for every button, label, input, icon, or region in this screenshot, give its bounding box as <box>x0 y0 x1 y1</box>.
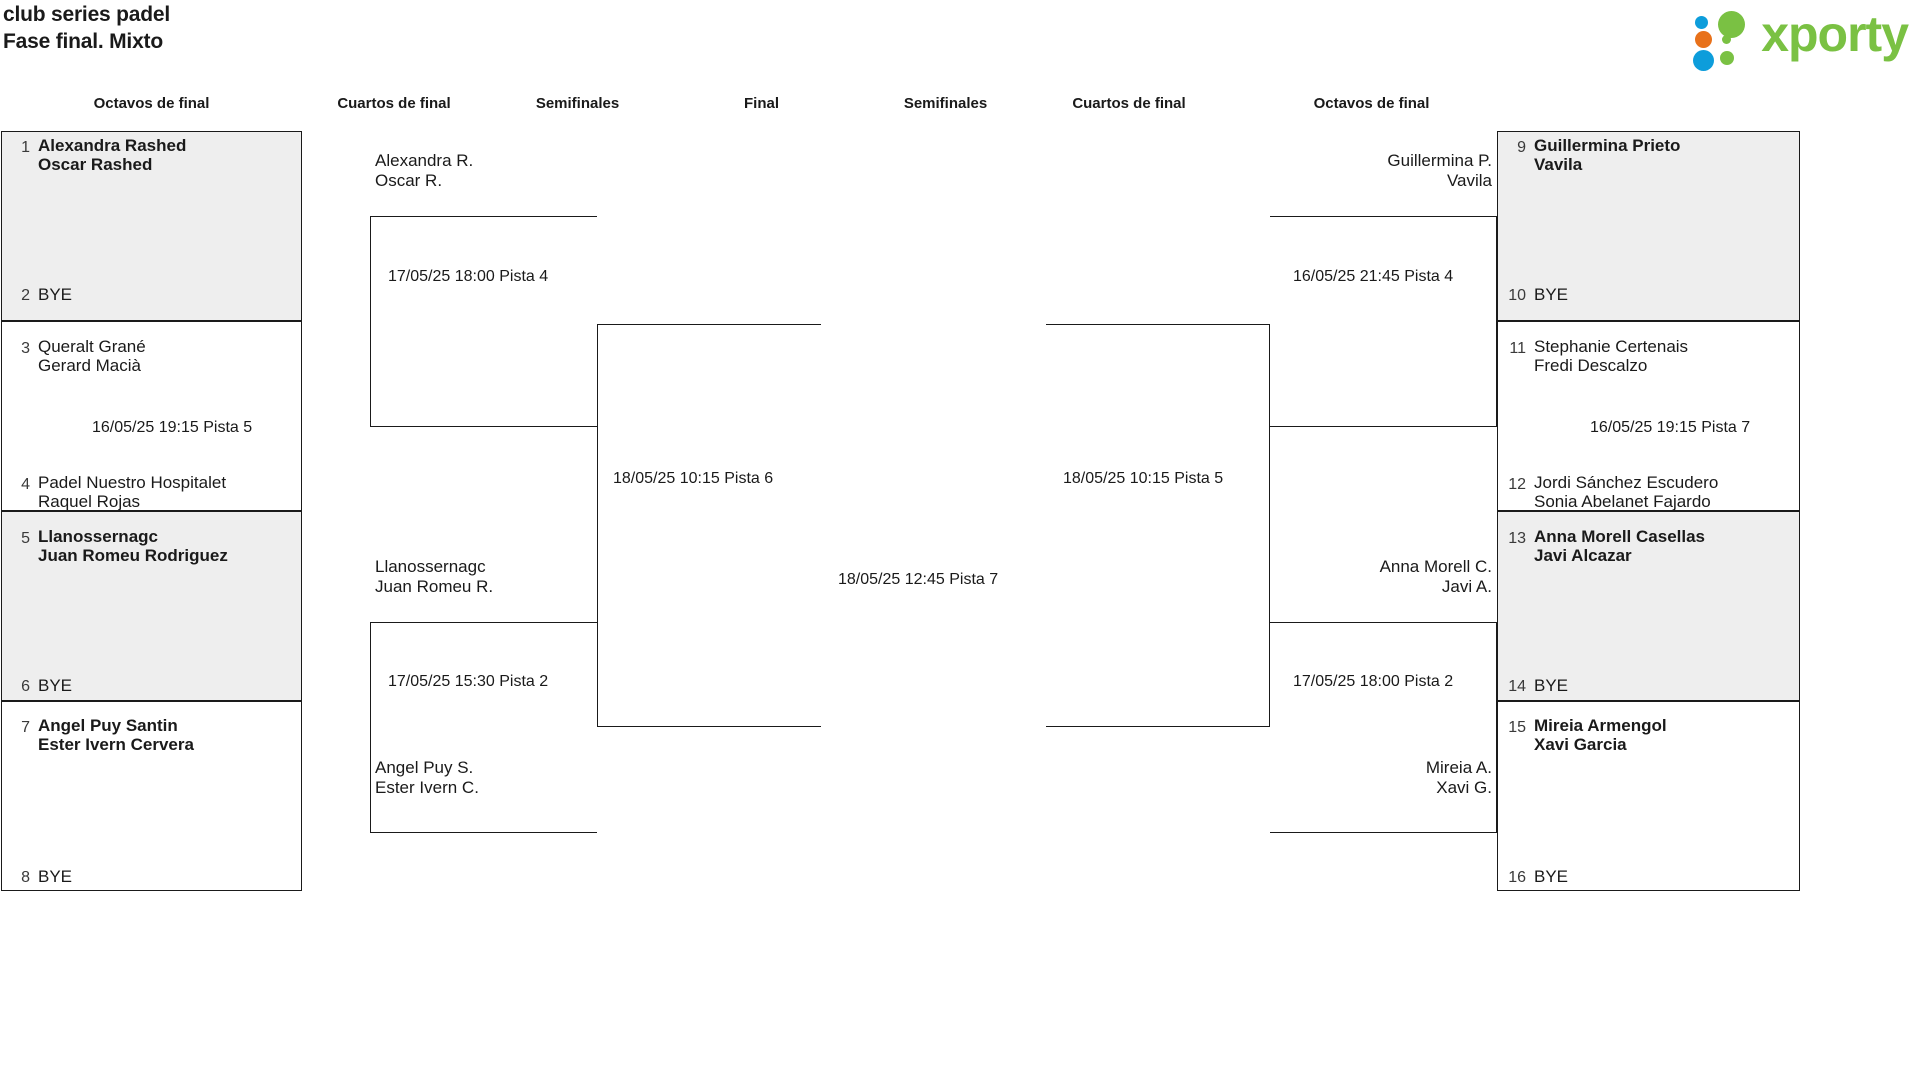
seed-number: 2 <box>21 287 30 304</box>
team-names: Stephanie Certenais Fredi Descalzo <box>1534 337 1689 376</box>
bye-label: BYE <box>38 285 73 304</box>
team-slot-left-seed-2[interactable]: 2 BYE <box>4 284 300 305</box>
bye-label: BYE <box>38 867 73 886</box>
team-names: Anna Morell Casellas Javi Alcazar <box>1534 527 1706 566</box>
match-label-right-qf-2[interactable]: 17/05/25 18:00 Pista 2 <box>1293 673 1454 690</box>
team-slot-left-seed-8[interactable]: 8 BYE <box>4 866 300 887</box>
bye-label: BYE <box>1534 867 1569 886</box>
logo-wordmark: xporty <box>1761 6 1909 62</box>
seed-number: 9 <box>1517 139 1526 156</box>
logo-dots-icon <box>1693 10 1757 71</box>
tournament-phase: Fase final. Mixto <box>3 29 163 53</box>
team-names: Angel Puy Santin Ester Ivern Cervera <box>38 716 194 755</box>
team-slot-left-seed-7[interactable]: 7 Angel Puy Santin Ester Ivern Cervera <box>4 716 300 754</box>
seed-number: 3 <box>21 340 30 357</box>
seed-number: 16 <box>1508 869 1526 886</box>
seed-number: 7 <box>21 719 30 736</box>
match-box-left-r16-2[interactable] <box>1 321 302 511</box>
team-names: Guillermina Prieto Vavila <box>1534 136 1681 175</box>
team-slot-right-seed-14[interactable]: 14 BYE <box>1500 675 1796 696</box>
match-box-right-r16-2[interactable] <box>1497 321 1800 511</box>
seed-number: 15 <box>1508 719 1526 736</box>
team-slot-left-seed-6[interactable]: 6 BYE <box>4 675 300 696</box>
team-names: Llanossernagc Juan Romeu Rodriguez <box>38 527 228 566</box>
match-box-right-qf-1[interactable] <box>1270 216 1497 427</box>
bye-label: BYE <box>1534 676 1569 695</box>
match-box-left-qf-1[interactable] <box>370 216 597 427</box>
round-header-left-sf: Semifinales <box>535 95 620 112</box>
seed-number: 10 <box>1508 287 1526 304</box>
seed-number: 13 <box>1508 530 1526 547</box>
page-title: club series padel Fase final. Mixto <box>3 2 170 56</box>
seed-number: 4 <box>21 476 30 493</box>
team-slot-right-seed-13[interactable]: 13 Anna Morell Casellas Javi Alcazar <box>1500 527 1796 565</box>
match-box-right-r16-4[interactable] <box>1497 701 1800 891</box>
team-slot-left-qf-top[interactable]: Alexandra R. Oscar R. <box>375 151 474 190</box>
team-slot-left-seed-4[interactable]: 4 Padel Nuestro Hospitalet Raquel Rojas <box>4 473 300 511</box>
match-label-left-qf-1[interactable]: 17/05/25 18:00 Pista 4 <box>388 268 549 285</box>
team-slot-left-seed-5[interactable]: 5 Llanossernagc Juan Romeu Rodriguez <box>4 527 300 565</box>
team-slot-left-qf-bottom-bottom[interactable]: Angel Puy S. Ester Ivern C. <box>375 758 479 797</box>
team-slot-left-seed-1[interactable]: 1 Alexandra Rashed Oscar Rashed <box>4 136 300 174</box>
team-slot-left-seed-3[interactable]: 3 Queralt Grané Gerard Macià <box>4 337 300 375</box>
round-header-left-qf: Cuartos de final <box>337 95 451 112</box>
team-slot-right-seed-10[interactable]: 10 BYE <box>1500 284 1796 305</box>
team-names: Queralt Grané Gerard Macià <box>38 337 146 376</box>
round-header-final: Final <box>743 95 779 112</box>
seed-number: 6 <box>21 678 30 695</box>
team-slot-right-qf-bottom-bottom[interactable]: Mireia A. Xavi G. <box>1425 758 1492 797</box>
team-slot-right-seed-12[interactable]: 12 Jordi Sánchez Escudero Sonia Abelanet… <box>1500 473 1796 511</box>
seed-number: 1 <box>21 139 30 156</box>
match-box-left-qf-2[interactable] <box>370 622 597 833</box>
match-label-final[interactable]: 18/05/25 12:45 Pista 7 <box>838 571 999 588</box>
team-names: Mireia Armengol Xavi Garcia <box>1534 716 1667 755</box>
team-slot-right-seed-16[interactable]: 16 BYE <box>1500 866 1796 887</box>
match-box-left-r16-1[interactable] <box>1 131 302 321</box>
team-names: Padel Nuestro Hospitalet Raquel Rojas <box>38 473 227 512</box>
match-box-left-sf[interactable] <box>597 324 821 727</box>
match-box-right-r16-1[interactable] <box>1497 131 1800 321</box>
team-slot-right-seed-15[interactable]: 15 Mireia Armengol Xavi Garcia <box>1500 716 1796 754</box>
match-box-right-qf-2[interactable] <box>1270 622 1497 833</box>
match-label-left-r16-2[interactable]: 16/05/25 19:15 Pista 5 <box>92 419 253 436</box>
team-slot-right-seed-9[interactable]: 9 Guillermina Prieto Vavila <box>1500 136 1796 174</box>
round-header-right-qf: Cuartos de final <box>1072 95 1186 112</box>
team-names: Alexandra Rashed Oscar Rashed <box>38 136 187 175</box>
round-header-right-r16: Octavos de final <box>1313 95 1430 112</box>
team-slot-right-qf-bottom-top[interactable]: Anna Morell C. Javi A. <box>1379 557 1492 596</box>
seed-number: 8 <box>21 869 30 886</box>
tournament-name: club series padel <box>3 3 171 26</box>
match-box-right-sf[interactable] <box>1046 324 1270 727</box>
xporty-logo: xporty <box>1693 6 1909 71</box>
seed-number: 12 <box>1508 476 1526 493</box>
team-slot-right-qf-top[interactable]: Guillermina P. Vavila <box>1387 151 1492 190</box>
bye-label: BYE <box>1534 285 1569 304</box>
seed-number: 5 <box>21 530 30 547</box>
match-box-left-r16-3[interactable] <box>1 511 302 701</box>
match-label-right-qf-1[interactable]: 16/05/25 21:45 Pista 4 <box>1293 268 1454 285</box>
match-label-left-qf-2[interactable]: 17/05/25 15:30 Pista 2 <box>388 673 549 690</box>
seed-number: 14 <box>1508 678 1526 695</box>
match-box-right-r16-3[interactable] <box>1497 511 1800 701</box>
round-header-left-r16: Octavos de final <box>93 95 210 112</box>
round-header-right-sf: Semifinales <box>903 95 988 112</box>
bye-label: BYE <box>38 676 73 695</box>
match-label-left-sf[interactable]: 18/05/25 10:15 Pista 6 <box>613 470 774 487</box>
team-slot-left-qf-bottom-top[interactable]: Llanossernagc Juan Romeu R. <box>375 557 494 596</box>
match-label-right-sf[interactable]: 18/05/25 10:15 Pista 5 <box>1063 470 1224 487</box>
team-names: Jordi Sánchez Escudero Sonia Abelanet Fa… <box>1534 473 1719 512</box>
team-slot-right-seed-11[interactable]: 11 Stephanie Certenais Fredi Descalzo <box>1500 337 1796 375</box>
match-box-left-r16-4[interactable] <box>1 701 302 891</box>
seed-number: 11 <box>1509 340 1526 357</box>
match-label-right-r16-2[interactable]: 16/05/25 19:15 Pista 7 <box>1590 419 1751 436</box>
